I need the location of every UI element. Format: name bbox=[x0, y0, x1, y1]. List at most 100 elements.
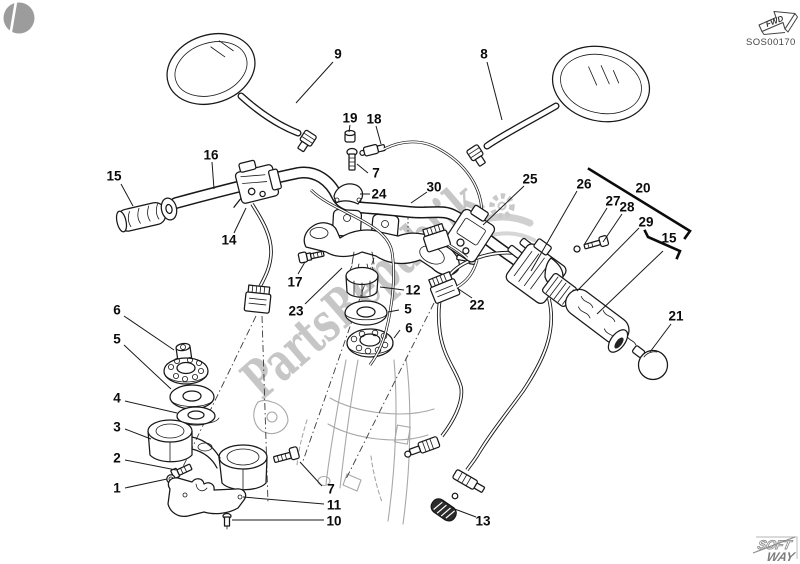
callout-leader-line bbox=[596, 250, 664, 315]
callout-label: 11 bbox=[327, 498, 342, 513]
wiring-connector bbox=[428, 271, 461, 304]
callout-label: 23 bbox=[288, 304, 304, 319]
callout-leader-line bbox=[387, 309, 400, 313]
right-mirror bbox=[466, 45, 651, 167]
callout-label: 28 bbox=[619, 200, 635, 215]
part-code: SOS00170 bbox=[746, 37, 796, 48]
grip-end-washer bbox=[160, 197, 178, 221]
callout-label: 19 bbox=[342, 111, 357, 126]
bracket-plate bbox=[167, 477, 247, 518]
wiring-connector bbox=[243, 284, 272, 314]
callout-leader-line bbox=[123, 315, 175, 351]
callout-label: 4 bbox=[113, 391, 121, 406]
callout-label: 7 bbox=[372, 166, 380, 181]
steering-stem-left-stack bbox=[163, 342, 220, 426]
callout-label: 7 bbox=[327, 482, 335, 497]
callout-leader-line bbox=[456, 287, 473, 299]
bottom-triple-clamp bbox=[147, 419, 268, 491]
cable-adjuster bbox=[404, 436, 441, 458]
callout-leader-line bbox=[211, 161, 215, 190]
riser-bolt bbox=[346, 147, 358, 171]
cap-nut bbox=[344, 129, 356, 143]
circle-slash-logo-icon bbox=[3, 1, 35, 35]
callout-label: 20 bbox=[635, 181, 650, 196]
callout-leader-line bbox=[124, 478, 168, 489]
group-brackets bbox=[587, 167, 692, 260]
callout-leader-line bbox=[299, 461, 323, 487]
callout-label: 18 bbox=[366, 112, 382, 127]
steering-ring-nut bbox=[345, 263, 379, 298]
callout-label: 29 bbox=[638, 215, 653, 230]
callout-label: 16 bbox=[203, 148, 219, 163]
callout-label: 24 bbox=[371, 187, 387, 202]
callout-leader-line bbox=[124, 459, 177, 471]
callout-label: 22 bbox=[469, 298, 484, 313]
callout-label: 6 bbox=[113, 303, 121, 318]
callout-leader-line bbox=[486, 61, 503, 121]
callout-label: 8 bbox=[480, 47, 488, 62]
callout-label: 2 bbox=[113, 451, 121, 466]
fwd-arrow-icon: FWD bbox=[758, 10, 799, 36]
steering-washer bbox=[344, 300, 388, 326]
callout-label: 26 bbox=[576, 177, 592, 192]
callout-label: 15 bbox=[661, 231, 677, 246]
throttle-cables bbox=[359, 140, 554, 500]
callout-label: 17 bbox=[287, 275, 302, 290]
callout-leader-line bbox=[304, 267, 343, 305]
callout-label: 13 bbox=[475, 514, 491, 529]
callout-leader-line bbox=[530, 190, 578, 272]
callout-label: 1 bbox=[113, 481, 121, 496]
gear-icon bbox=[489, 193, 515, 219]
callout-label: 12 bbox=[405, 283, 420, 298]
right-grip bbox=[541, 272, 637, 353]
callout-leader-line bbox=[233, 207, 247, 234]
callout-label: 14 bbox=[221, 233, 237, 248]
callout-leader-line bbox=[649, 323, 672, 353]
softway-logo: SOFT WAY bbox=[752, 536, 798, 564]
callout-leader-line bbox=[379, 286, 405, 291]
pinch-bolt bbox=[273, 446, 300, 463]
callout-label: 21 bbox=[668, 309, 684, 324]
cable-end-fitting bbox=[359, 143, 386, 157]
callout-leader-line bbox=[482, 185, 525, 226]
softway-logo-way: WAY bbox=[765, 550, 797, 564]
left-switch-cable bbox=[250, 203, 273, 294]
callout-label: 3 bbox=[113, 420, 121, 435]
left-mirror bbox=[166, 33, 317, 153]
spring bbox=[430, 498, 457, 522]
wiring-connector bbox=[422, 223, 451, 253]
callout-leader-line bbox=[410, 191, 428, 204]
callout-label: 30 bbox=[426, 180, 441, 195]
callout-leader-line bbox=[123, 344, 172, 390]
clamp-bolt bbox=[297, 250, 325, 264]
callout-leader-line bbox=[297, 261, 306, 275]
left-grip bbox=[115, 202, 167, 233]
callout-leader-line bbox=[120, 183, 134, 207]
callout-leader-line bbox=[583, 207, 608, 246]
callout-leader-line bbox=[576, 227, 640, 292]
housing-screw bbox=[583, 235, 610, 250]
callout-leader-line bbox=[124, 428, 152, 440]
cable-adjuster bbox=[452, 469, 486, 493]
group-bracket-line bbox=[643, 229, 682, 260]
left-switch bbox=[233, 159, 282, 208]
cable-tip bbox=[451, 492, 459, 500]
callout-leader-line bbox=[393, 329, 401, 339]
callout-leader-line bbox=[124, 400, 178, 414]
callout-leader-line bbox=[602, 213, 623, 243]
bar-end-weight bbox=[631, 345, 669, 381]
callout-label: 15 bbox=[106, 169, 122, 184]
callout-label: 5 bbox=[404, 302, 412, 317]
callout-leader-line bbox=[375, 125, 382, 145]
group-bracket-line bbox=[587, 167, 692, 240]
callout-leader-line bbox=[242, 496, 325, 505]
callout-leader-line bbox=[356, 163, 369, 174]
washer bbox=[573, 245, 581, 253]
callout-label: 9 bbox=[334, 47, 342, 62]
callout-label: 5 bbox=[113, 332, 121, 347]
callout-leader-line bbox=[451, 507, 477, 518]
handlebar-clamp-saddle bbox=[333, 183, 364, 205]
